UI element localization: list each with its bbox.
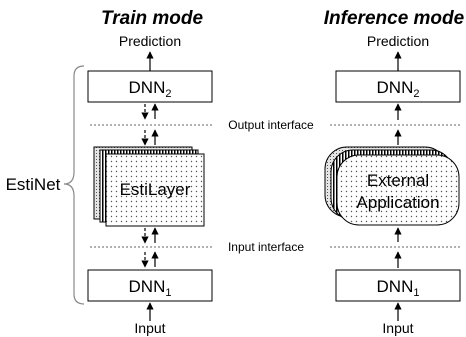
- input-interface-label: Input interface: [228, 240, 304, 254]
- inference-mode-title: Inference mode: [324, 8, 465, 29]
- inference-input-label: Input: [382, 320, 413, 336]
- train-dnn2-box: DNN2: [87, 70, 213, 103]
- inference-dnn1-box: DNN1: [335, 269, 461, 302]
- svg-text:DNN2: DNN2: [377, 78, 420, 100]
- external-app-line1: External: [367, 171, 429, 190]
- svg-text:DNN2: DNN2: [129, 78, 172, 100]
- inference-dnn2-box: DNN2: [335, 70, 461, 103]
- estinet-brace: [63, 65, 85, 305]
- inference-prediction-label: Prediction: [367, 33, 429, 49]
- output-interface-label: Output interface: [228, 118, 314, 132]
- estilayer-label: EstiLayer: [120, 180, 191, 199]
- svg-text:DNN1: DNN1: [377, 277, 420, 299]
- train-mode-title: Train mode: [101, 8, 203, 29]
- estilayer-stack: EstiLayer: [93, 146, 205, 227]
- train-input-label: Input: [134, 320, 165, 336]
- svg-text:DNN1: DNN1: [129, 277, 172, 299]
- estinet-label: EstiNet: [6, 175, 61, 194]
- external-application-stack: External Application: [324, 146, 460, 226]
- train-prediction-label: Prediction: [119, 33, 181, 49]
- train-lower-arrows: [141, 227, 159, 268]
- external-app-line2: Application: [356, 193, 439, 212]
- train-upper-arrows: [141, 103, 159, 146]
- train-dnn1-box: DNN1: [87, 269, 213, 302]
